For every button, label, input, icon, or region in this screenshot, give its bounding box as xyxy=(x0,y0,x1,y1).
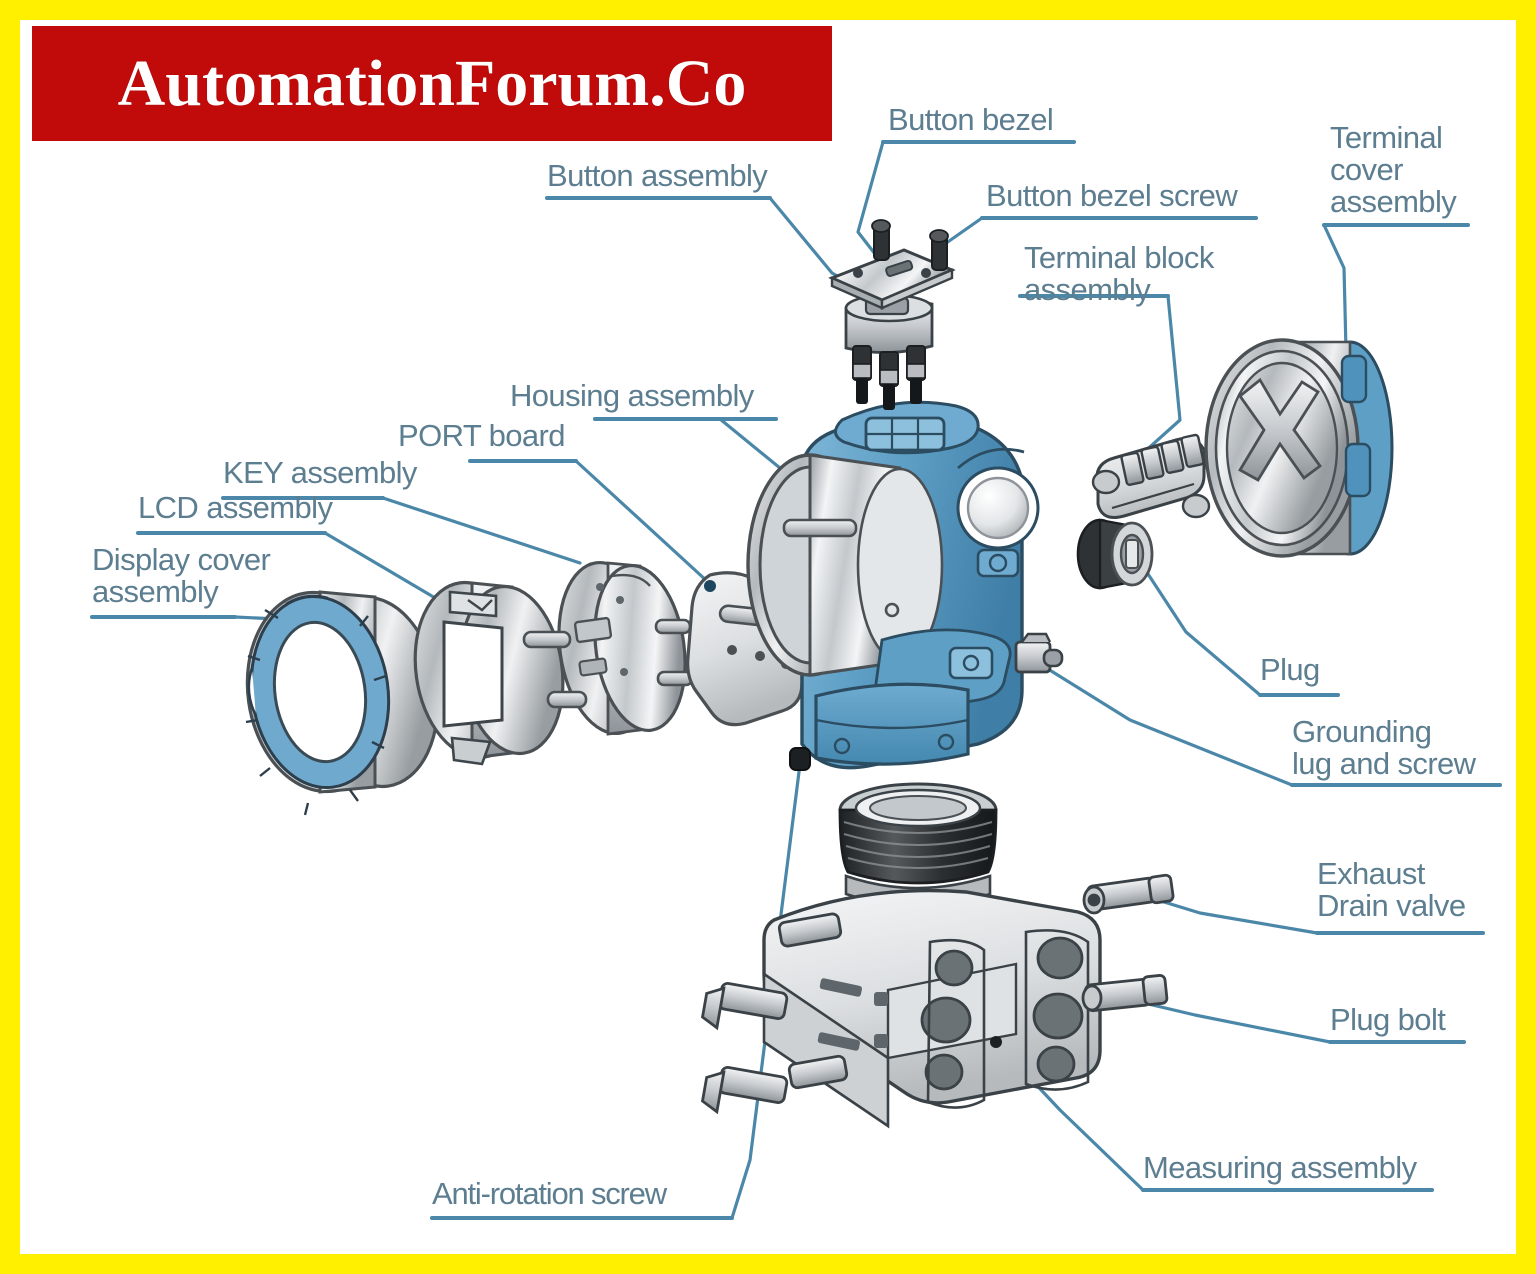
part-terminal-cover-assembly xyxy=(1204,338,1394,558)
label-button-bezel: Button bezel xyxy=(888,102,1054,137)
part-housing-assembly xyxy=(746,400,1040,770)
part-display-cover-assembly xyxy=(245,590,440,816)
leader-lines xyxy=(90,140,1502,1220)
label-exhaust-drain-valve: Exhaust Drain valve xyxy=(1317,856,1466,924)
part-terminal-block-assembly xyxy=(1091,433,1211,519)
label-plug: Plug xyxy=(1260,652,1320,687)
watermark-banner: AutomationForum.Co xyxy=(32,26,832,141)
label-terminal-cover-assembly: Terminal cover assembly xyxy=(1330,120,1457,220)
diagram-canvas: Button bezel Button assembly Button beze… xyxy=(20,20,1516,1254)
part-button-bezel xyxy=(828,248,956,310)
part-button-assembly xyxy=(844,293,934,410)
label-key-assembly: KEY assembly xyxy=(223,455,417,490)
label-lcd-assembly: LCD assembly xyxy=(138,490,333,525)
label-port-board: PORT board xyxy=(398,418,566,453)
part-button-bezel-screw xyxy=(871,219,949,271)
part-lcd-assembly xyxy=(413,580,565,766)
part-anti-rotation-screw xyxy=(789,747,811,771)
label-display-cover-assembly: Display cover assembly xyxy=(92,542,271,610)
part-plug-bolt xyxy=(1081,974,1169,1013)
part-grounding-lug-and-screw xyxy=(1014,632,1064,674)
label-anti-rotation-screw: Anti-rotation screw xyxy=(432,1176,667,1211)
exploded-view-illustration xyxy=(90,140,1502,1220)
label-terminal-block-assembly: Terminal block assembly xyxy=(1024,240,1214,308)
label-measuring-assembly: Measuring assembly xyxy=(1143,1150,1417,1185)
label-button-bezel-screw: Button bezel screw xyxy=(986,178,1238,213)
label-housing-assembly: Housing assembly xyxy=(510,378,754,413)
part-measuring-assembly xyxy=(700,782,1175,1129)
part-key-assembly xyxy=(522,560,694,736)
label-grounding-lug-and-screw: Grounding lug and screw xyxy=(1292,714,1476,782)
part-exhaust-drain-valve xyxy=(1082,873,1175,915)
part-plug xyxy=(1076,518,1154,590)
label-plug-bolt: Plug bolt xyxy=(1330,1002,1446,1037)
label-button-assembly: Button assembly xyxy=(547,158,768,193)
watermark-text: AutomationForum.Co xyxy=(117,46,747,120)
